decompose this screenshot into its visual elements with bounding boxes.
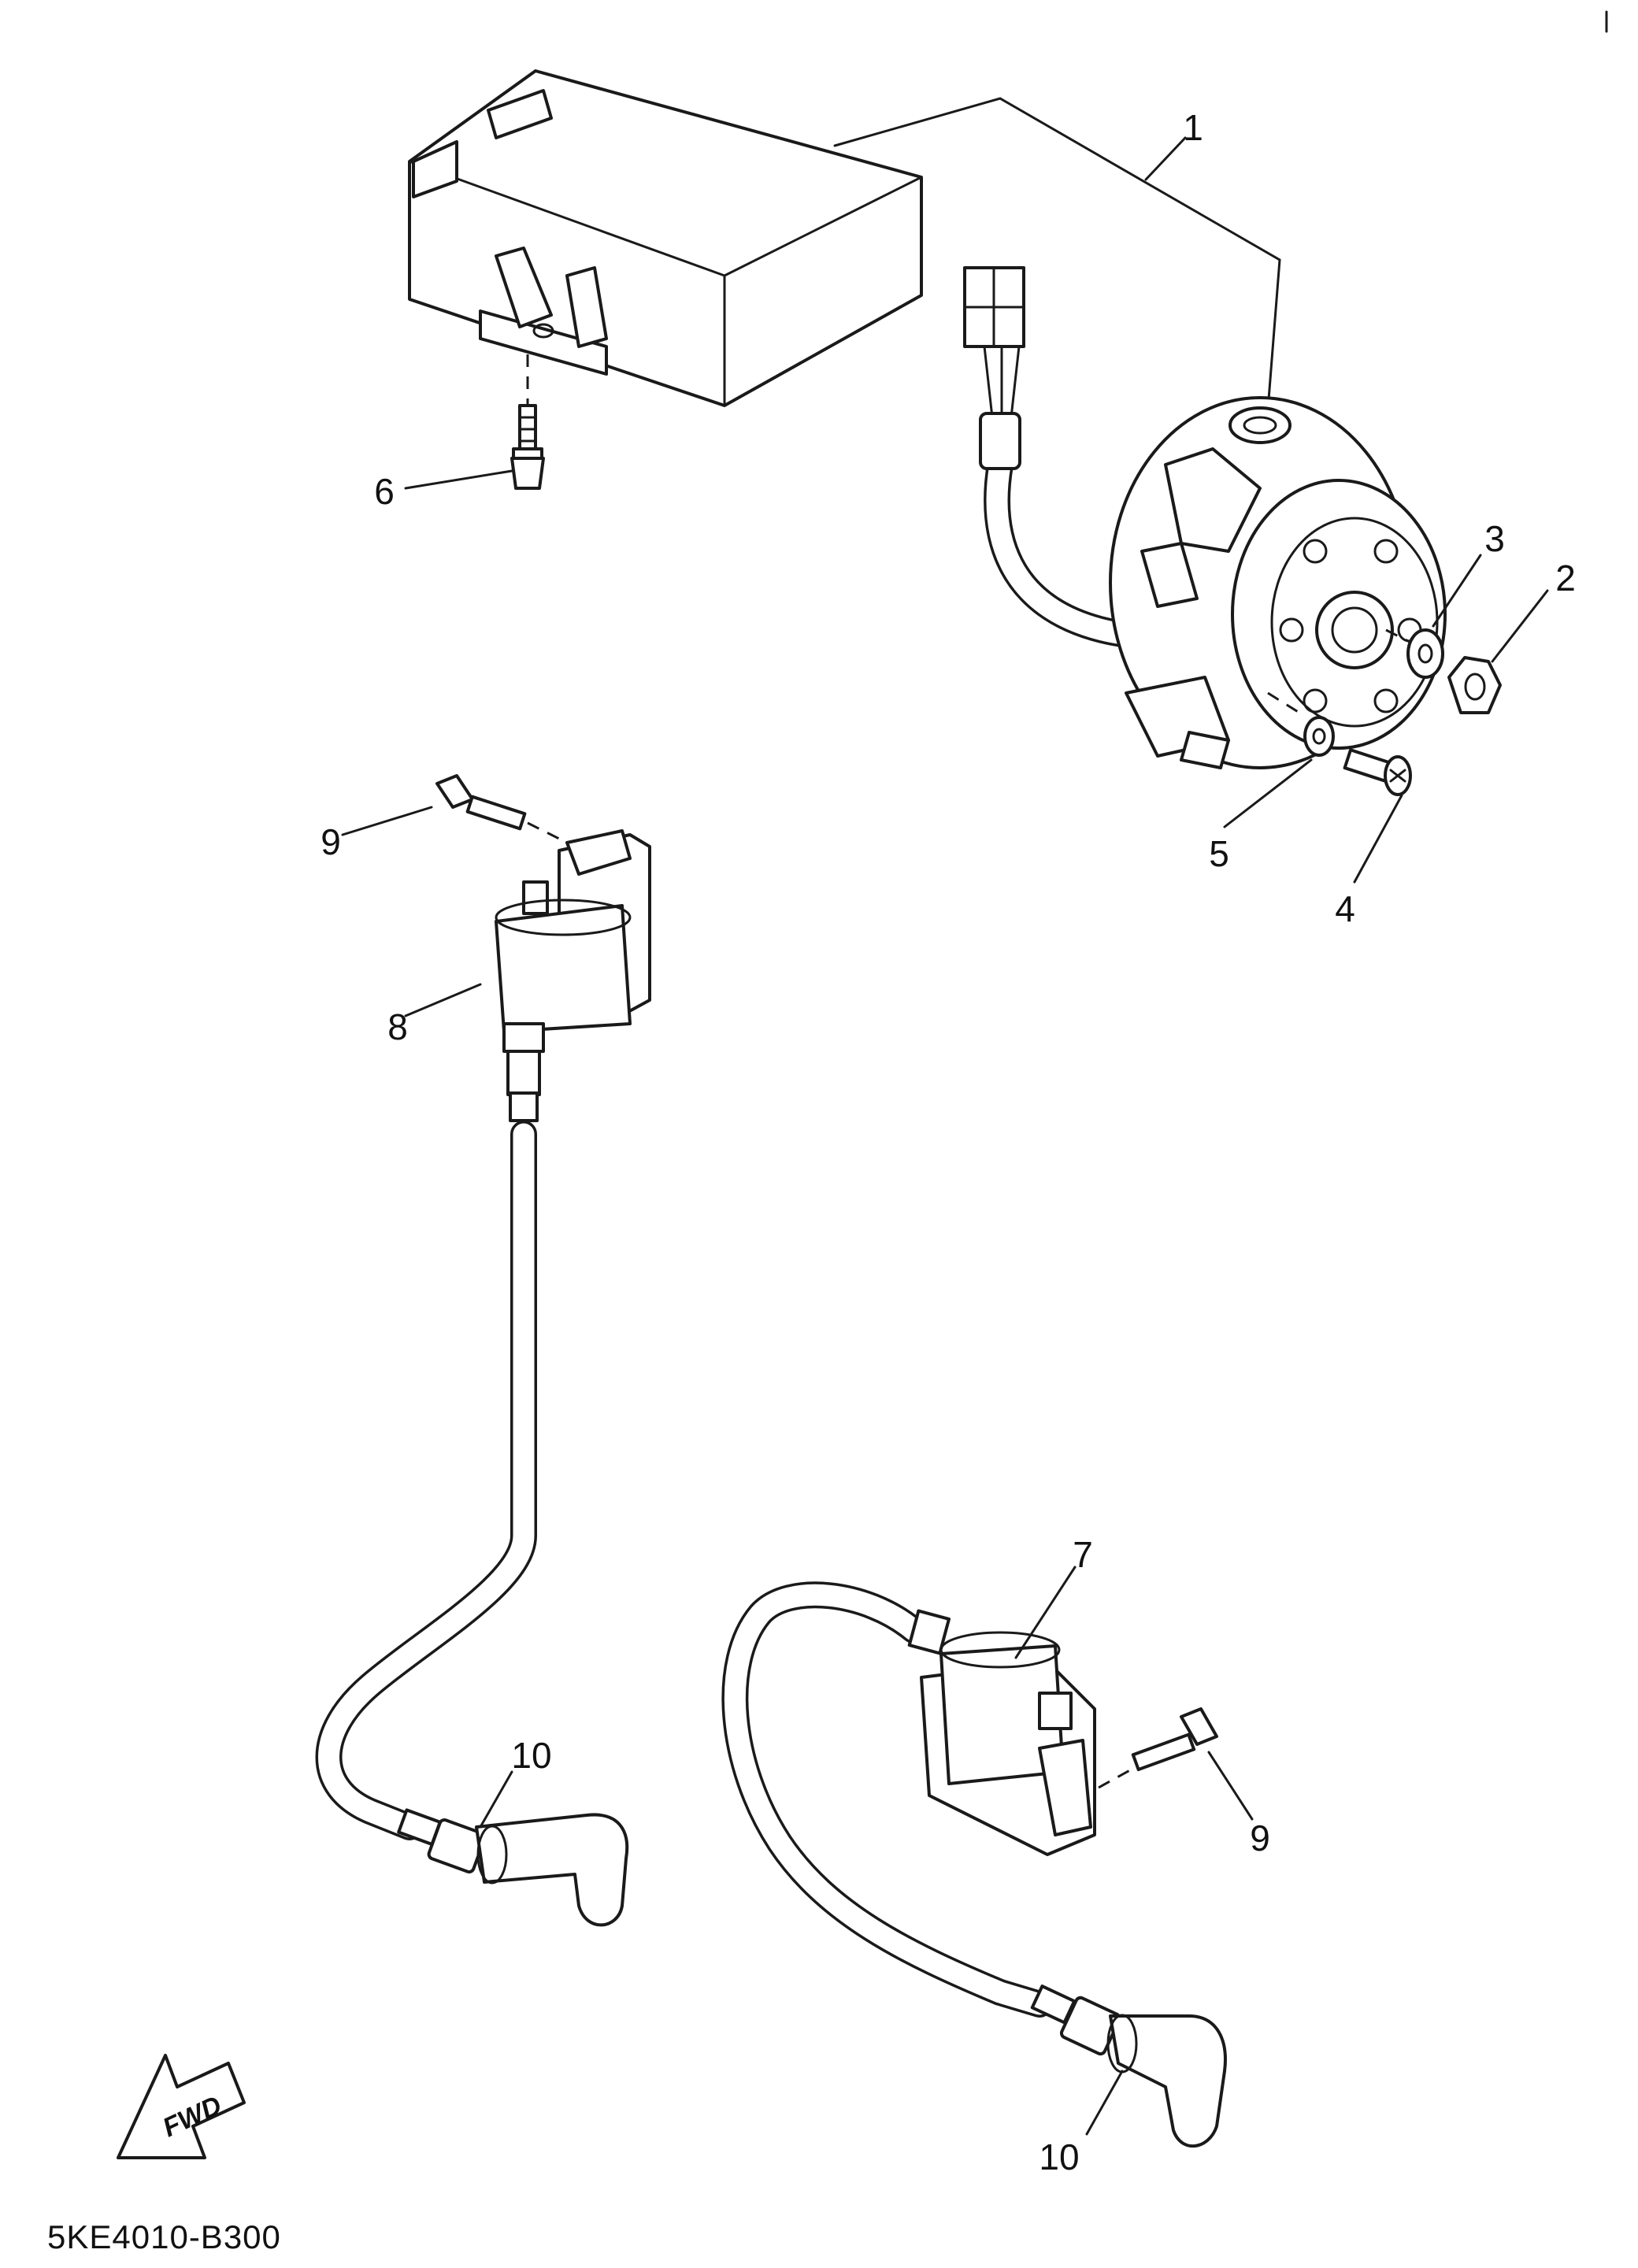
callout-9-upper: 9	[321, 821, 341, 862]
callout-6: 6	[374, 471, 395, 512]
callout-4: 4	[1335, 888, 1355, 929]
ht-lead-upper	[315, 1091, 539, 1840]
callout-10-upper: 10	[511, 1735, 551, 1776]
callout-7: 7	[1073, 1534, 1093, 1575]
bolt-9-upper	[435, 774, 560, 840]
screw-4	[1343, 748, 1412, 796]
diagram-code: 5KE4010-B300	[47, 2218, 281, 2255]
ignition-coil-7	[907, 1566, 1096, 1856]
cdi-unit	[408, 69, 923, 407]
callout-8: 8	[387, 1006, 408, 1047]
stator-assembly	[963, 266, 1447, 769]
callout-1: 1	[1183, 107, 1203, 148]
callout-9-lower: 9	[1250, 1818, 1270, 1858]
nut-2	[1447, 656, 1502, 714]
spark-plug-cap-10-lower	[1030, 1984, 1227, 2148]
callout-10-lower: 10	[1039, 2136, 1079, 2177]
bolt-9-lower	[1098, 1707, 1218, 1789]
leader-1	[833, 97, 1281, 411]
ht-lead-lower	[721, 1581, 1053, 2018]
callout-2: 2	[1555, 558, 1576, 598]
ignition-coil-8	[404, 829, 651, 1096]
washer-5	[1267, 691, 1335, 757]
spark-plug-cap-10-upper	[397, 1808, 629, 1927]
washer-3	[1406, 628, 1444, 679]
fwd-arrow-icon: FWD	[117, 2054, 246, 2159]
bolt-6	[510, 354, 545, 490]
callout-3: 3	[1484, 518, 1505, 559]
callout-5: 5	[1209, 833, 1229, 874]
